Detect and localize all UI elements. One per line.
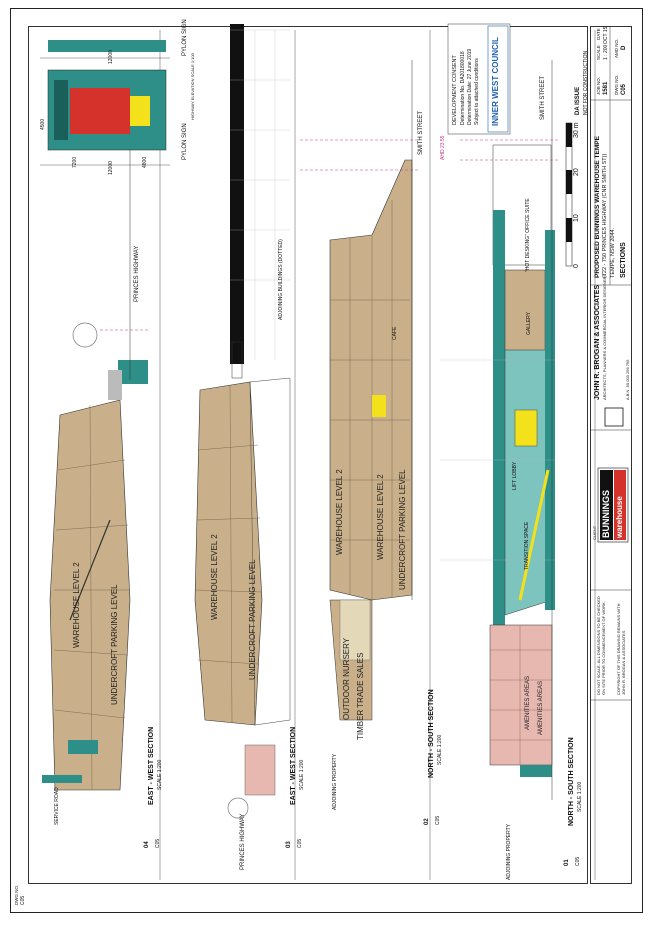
approval-line4: Subject to attached conditions	[474, 58, 480, 125]
scale-tick-20: 20	[573, 168, 580, 176]
section-04-scale: SCALE 1:200	[157, 759, 163, 790]
section-04-num: 04	[144, 841, 150, 848]
scale-label: SCALE	[596, 45, 601, 60]
not-for-construction: NOT FOR CONSTRUCTION	[583, 50, 589, 115]
project-address: (722 - 750 PRINCES HIGHWAY (CNR SMITH ST…	[602, 153, 608, 278]
section-01-sheet: C05	[575, 856, 581, 866]
dim-7200: 7200	[72, 156, 78, 168]
dim-4500: 4500	[40, 118, 46, 130]
label-cafe: CAFE	[392, 326, 398, 340]
client-brand-2: warehouse	[615, 496, 624, 538]
section-04-title: EAST - WEST SECTION	[148, 726, 155, 805]
label-princes-highway-b: PRINCES HIGHWAY	[240, 813, 246, 870]
section-04-drawing	[42, 100, 150, 791]
job-value: 1581	[603, 81, 609, 95]
pylon-title-a: PYLON SIGN	[182, 19, 188, 56]
drawing-sheet	[10, 8, 643, 913]
section-02-title: NORTH - SOUTH SECTION	[428, 689, 435, 778]
client-label: CLIENT	[592, 525, 597, 540]
council-name: INNER WEST COUNCIL	[491, 37, 500, 126]
label-smith-street-b: SMITH STREET	[540, 75, 546, 120]
section-02-scale: SCALE 1:200	[437, 734, 443, 765]
scale-tick-10: 10	[573, 214, 580, 222]
approval-line3: Determination Date: 27 June 2019	[467, 48, 473, 125]
client-brand: BUNNINGS	[601, 489, 611, 538]
label-undercroft-04: UNDERCROFT PARKING LEVEL	[110, 584, 119, 705]
drawing-notes: DO NOT SCALE. ALL DIMENSIONS TO BE CHECK…	[596, 596, 606, 695]
label-undercroft-03: UNDERCROFT PARKING LEVEL	[248, 559, 257, 680]
project-title: PROPOSED BUNNINGS WAREHOUSE TEMPE	[594, 136, 601, 278]
copyright-note: COPYRIGHT OF THIS DRAWING REMAINS WITH J…	[616, 603, 626, 695]
project-suburb: TEMPE, NSW 2044.	[610, 227, 616, 278]
scale-value: 1 : 200	[603, 44, 609, 60]
section-01-title: NORTH - SOUTH SECTION	[568, 737, 575, 826]
section-01-scale: SCALE 1:200	[577, 781, 583, 812]
section-04-sheet: C05	[155, 838, 161, 848]
architect-name: JOHN R. BROGAN & ASSOCIATES	[594, 284, 601, 400]
scale-bar	[565, 122, 573, 267]
label-undercroft-02: UNDERCROFT PARKING LEVEL	[398, 469, 407, 590]
da-issue-stamp: DA ISSUE	[575, 86, 581, 115]
label-lift-lobby: LIFT LOBBY	[512, 461, 518, 490]
architect-sub: ARCHITECTS, PLANNERS & COMMERCIAL INTERI…	[602, 273, 607, 400]
job-label: JOB NO.	[596, 76, 601, 95]
label-ahd-level: AHD 23.55	[440, 135, 446, 160]
label-warehouse-l2-02b: WAREHOUSE LEVEL 2	[376, 474, 385, 560]
label-service-road: SERVICE ROAD	[54, 787, 60, 825]
dwg-label: DWG NO.	[614, 74, 619, 95]
section-01-drawing	[440, 60, 560, 800]
label-adjoining-buildings: ADJOINING BUILDINGS (DOTTED)	[278, 239, 284, 320]
pylon-subtitle: HIGHWAY ELEVATION SCALE 1:100	[190, 53, 195, 120]
approval-line1: DEVELOPMENT CONSENT	[452, 55, 458, 125]
section-02-sheet: C05	[435, 815, 441, 825]
label-princes-highway-a: PRINCES HIGHWAY	[134, 245, 140, 302]
dim-4800: 4800	[142, 156, 148, 168]
label-gallery: GALLERY	[526, 312, 532, 335]
label-office-suite: "HOT DESKING" OFFICE SUITE	[525, 198, 531, 272]
dwg-value: C05	[621, 83, 627, 95]
label-transition-space: TRANSITION SPACE	[524, 521, 530, 570]
pylon-title-b: PYLON SIGN	[182, 123, 188, 160]
section-03-sheet: C05	[297, 838, 303, 848]
section-03-scale: SCALE 1:200	[299, 759, 305, 790]
approval-line2: Determination No. DA201800018	[460, 51, 466, 125]
section-01-num: 01	[564, 859, 570, 866]
label-warehouse-l2-03: WAREHOUSE LEVEL 2	[210, 534, 219, 620]
label-timber-trade: TIMBER TRADE SALES	[356, 652, 365, 740]
section-03-drawing	[194, 24, 291, 819]
architect-abn: A.B.N. 50 003 256 795	[625, 359, 630, 400]
amd-value: D	[621, 45, 627, 50]
label-adjoining-property-b: ADJOINING PROPERTY	[506, 823, 512, 880]
dim-12000-a: 12000	[108, 50, 114, 64]
footer-dwg-label: DWG NO.	[14, 884, 19, 905]
drawing-area	[28, 26, 588, 884]
title-block-grid	[590, 26, 632, 701]
label-outdoor-nursery: OUTDOOR NURSERY	[342, 637, 351, 720]
scale-tick-0: 0	[573, 264, 580, 268]
label-amenities-a: AMENITIES AREAS	[525, 675, 531, 730]
dim-12000-b: 12000	[108, 161, 114, 175]
label-smith-street-a: SMITH STREET	[418, 110, 424, 155]
footer-dwg-value: C05	[20, 895, 26, 905]
scale-tick-30: 30 m	[573, 122, 580, 138]
architect-logo	[604, 407, 624, 427]
label-amenities-b: AMENITIES AREAS	[538, 680, 544, 735]
section-02-drawing	[300, 60, 420, 721]
amd-label: AMD NO.	[614, 38, 619, 58]
sheet-title: SECTIONS	[620, 242, 627, 278]
section-03-num: 03	[286, 841, 292, 848]
section-02-num: 02	[424, 818, 430, 825]
label-warehouse-l2-02: WAREHOUSE LEVEL 2	[335, 469, 344, 555]
pylon-sign-drawing	[40, 40, 170, 166]
approval-stamp	[447, 23, 511, 135]
date-value: OCT 15	[603, 26, 609, 44]
label-adjoining-property-a: ADJOINING PROPERTY	[332, 753, 338, 810]
label-warehouse-l2-04: WAREHOUSE LEVEL 2	[72, 562, 81, 648]
section-03-title: EAST - WEST SECTION	[290, 726, 297, 805]
title-block-strip	[590, 26, 632, 884]
date-label: DATE	[596, 28, 601, 40]
